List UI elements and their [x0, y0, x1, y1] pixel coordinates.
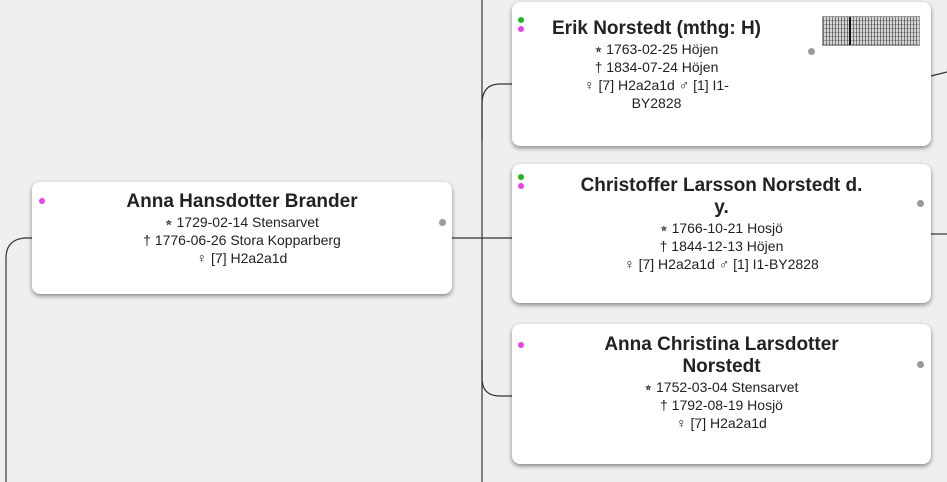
- person-card-child-3[interactable]: Anna Christina Larsdotter Norstedt ⭒ 175…: [512, 324, 931, 464]
- person-name[interactable]: Erik Norstedt (mthg: H): [552, 18, 761, 39]
- connector-child-3: [481, 360, 512, 397]
- more-options-icon[interactable]: [917, 200, 924, 207]
- dna-info: ♀ [7] H2a2a1d ♂ [1] I1-: [584, 77, 729, 93]
- more-options-icon[interactable]: [439, 219, 446, 226]
- media-thumbnail-icon[interactable]: [822, 16, 920, 46]
- person-name[interactable]: Anna Hansdotter Brander: [126, 191, 358, 212]
- person-name[interactable]: Anna Christina Larsdotter: [604, 334, 839, 355]
- connector-left: [5, 237, 32, 482]
- birth-info: ⭒ 1729-02-14 Stensarvet: [165, 214, 319, 230]
- person-name-cont[interactable]: y.: [714, 197, 729, 218]
- more-options-icon[interactable]: [917, 361, 924, 368]
- dna-info: ♀ [7] H2a2a1d ♂ [1] I1-BY2828: [624, 256, 819, 272]
- dna-info: ♀ [7] H2a2a1d: [196, 250, 288, 266]
- dna-info: ♀ [7] H2a2a1d: [676, 415, 767, 431]
- female-indicator-icon: [518, 26, 524, 32]
- birth-info: ⭒ 1763-02-25 Höjen: [594, 41, 719, 57]
- female-indicator-icon: [518, 183, 524, 189]
- person-card-focus[interactable]: Anna Hansdotter Brander ⭒ 1729-02-14 Ste…: [32, 182, 452, 294]
- person-card-child-1[interactable]: Erik Norstedt (mthg: H) ⭒ 1763-02-25 Höj…: [512, 2, 931, 146]
- birth-info: ⭒ 1752-03-04 Stensarvet: [644, 379, 799, 395]
- birth-info: ⭒ 1766-10-21 Hosjö: [660, 220, 783, 236]
- connector-right-1: [930, 71, 947, 77]
- dna-info-cont: BY2828: [631, 95, 682, 111]
- person-name-cont[interactable]: Norstedt: [682, 356, 761, 377]
- death-info: † 1844-12-13 Höjen: [659, 238, 784, 254]
- dna-indicator-icon: [518, 17, 524, 23]
- person-card-child-2[interactable]: Christoffer Larsson Norstedt d. y. ⭒ 176…: [512, 164, 931, 303]
- death-info: † 1776-06-26 Stora Kopparberg: [143, 232, 341, 248]
- death-info: † 1834-07-24 Höjen: [594, 59, 719, 75]
- dna-indicator-icon: [518, 174, 524, 180]
- female-indicator-icon: [518, 342, 524, 348]
- more-options-icon[interactable]: [808, 48, 815, 55]
- female-indicator-icon: [39, 198, 45, 204]
- person-name[interactable]: Christoffer Larsson Norstedt d.: [580, 175, 863, 196]
- connector-child-1: [481, 83, 512, 140]
- death-info: † 1792-08-19 Hosjö: [660, 397, 783, 413]
